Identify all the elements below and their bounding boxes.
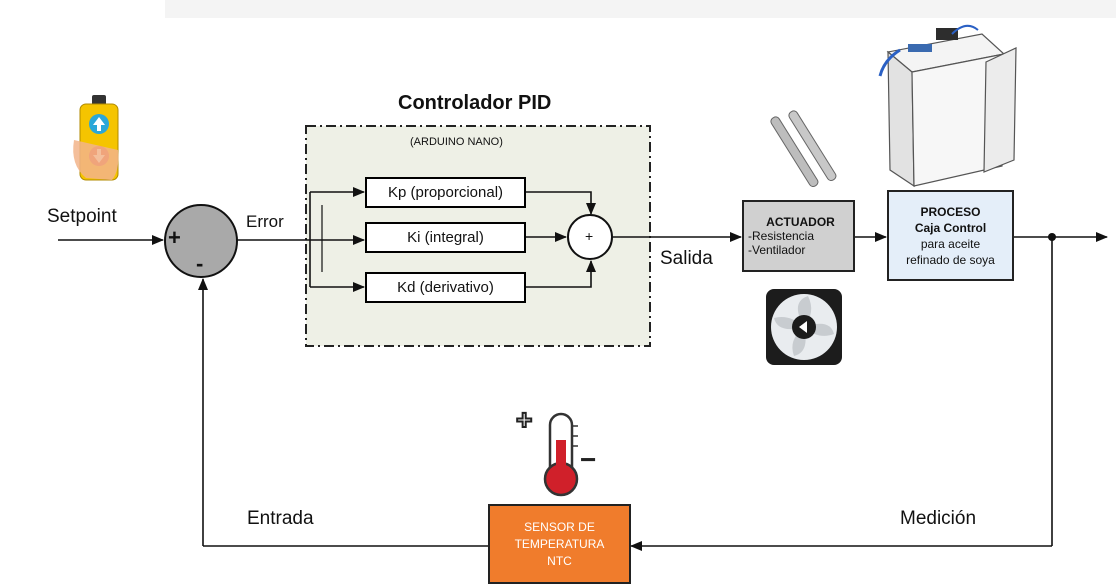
resistor-icon (770, 110, 837, 188)
summing-junction (164, 204, 238, 278)
entrada-label: Entrada (247, 508, 314, 529)
kd-label: Kd (derivativo) (397, 279, 494, 296)
setpoint-label: Setpoint (47, 206, 117, 227)
actuador-block: ACTUADOR -Resistencia -Ventilador (742, 200, 855, 272)
kd-block: Kd (derivativo) (365, 272, 526, 303)
thermometer-icon (543, 412, 579, 497)
proceso-line2: para aceite (920, 236, 981, 251)
sensor-line3: NTC (547, 553, 572, 568)
sensor-line1: SENSOR DE (524, 519, 595, 534)
kp-label: Kp (proporcional) (387, 184, 504, 201)
proceso-line3: refinado de soya (906, 252, 995, 267)
ki-label: Ki (integral) (407, 229, 484, 246)
actuador-title: ACTUADOR (766, 215, 835, 229)
kd-to-adder (526, 260, 596, 288)
actuador-line1: -Resistencia (748, 229, 815, 243)
proceso-title: PROCESO (920, 204, 981, 219)
thermo-plus-icon: + (515, 403, 533, 436)
proceso-line1: Caja Control (914, 220, 987, 235)
sensor-block: SENSOR DE TEMPERATURA NTC (488, 504, 631, 584)
medicion-label: Medición (900, 508, 977, 529)
ki-block: Ki (integral) (365, 222, 526, 253)
actuador-line2: -Ventilador (748, 243, 806, 257)
updown-buttons-icon (73, 95, 119, 181)
summing-minus-sign: - (196, 251, 204, 276)
controller-title: Controlador PID (398, 92, 552, 114)
controller-subtitle: (ARDUINO NANO) (410, 136, 503, 148)
sensor-line2: TEMPERATURA (514, 536, 605, 551)
kp-block: Kp (proporcional) (365, 177, 526, 208)
proceso-block: PROCESO Caja Control para aceite refinad… (887, 190, 1014, 281)
thermo-minus-icon: − (580, 444, 597, 475)
adder-plus-sign: + (585, 228, 594, 244)
control-box-icon (878, 24, 1017, 188)
salida-label: Salida (660, 248, 713, 269)
top-band (165, 0, 1116, 18)
kp-to-adder (526, 191, 596, 215)
summing-plus-sign: + (168, 225, 181, 250)
error-label: Error (246, 212, 284, 231)
fan-icon (766, 289, 842, 365)
